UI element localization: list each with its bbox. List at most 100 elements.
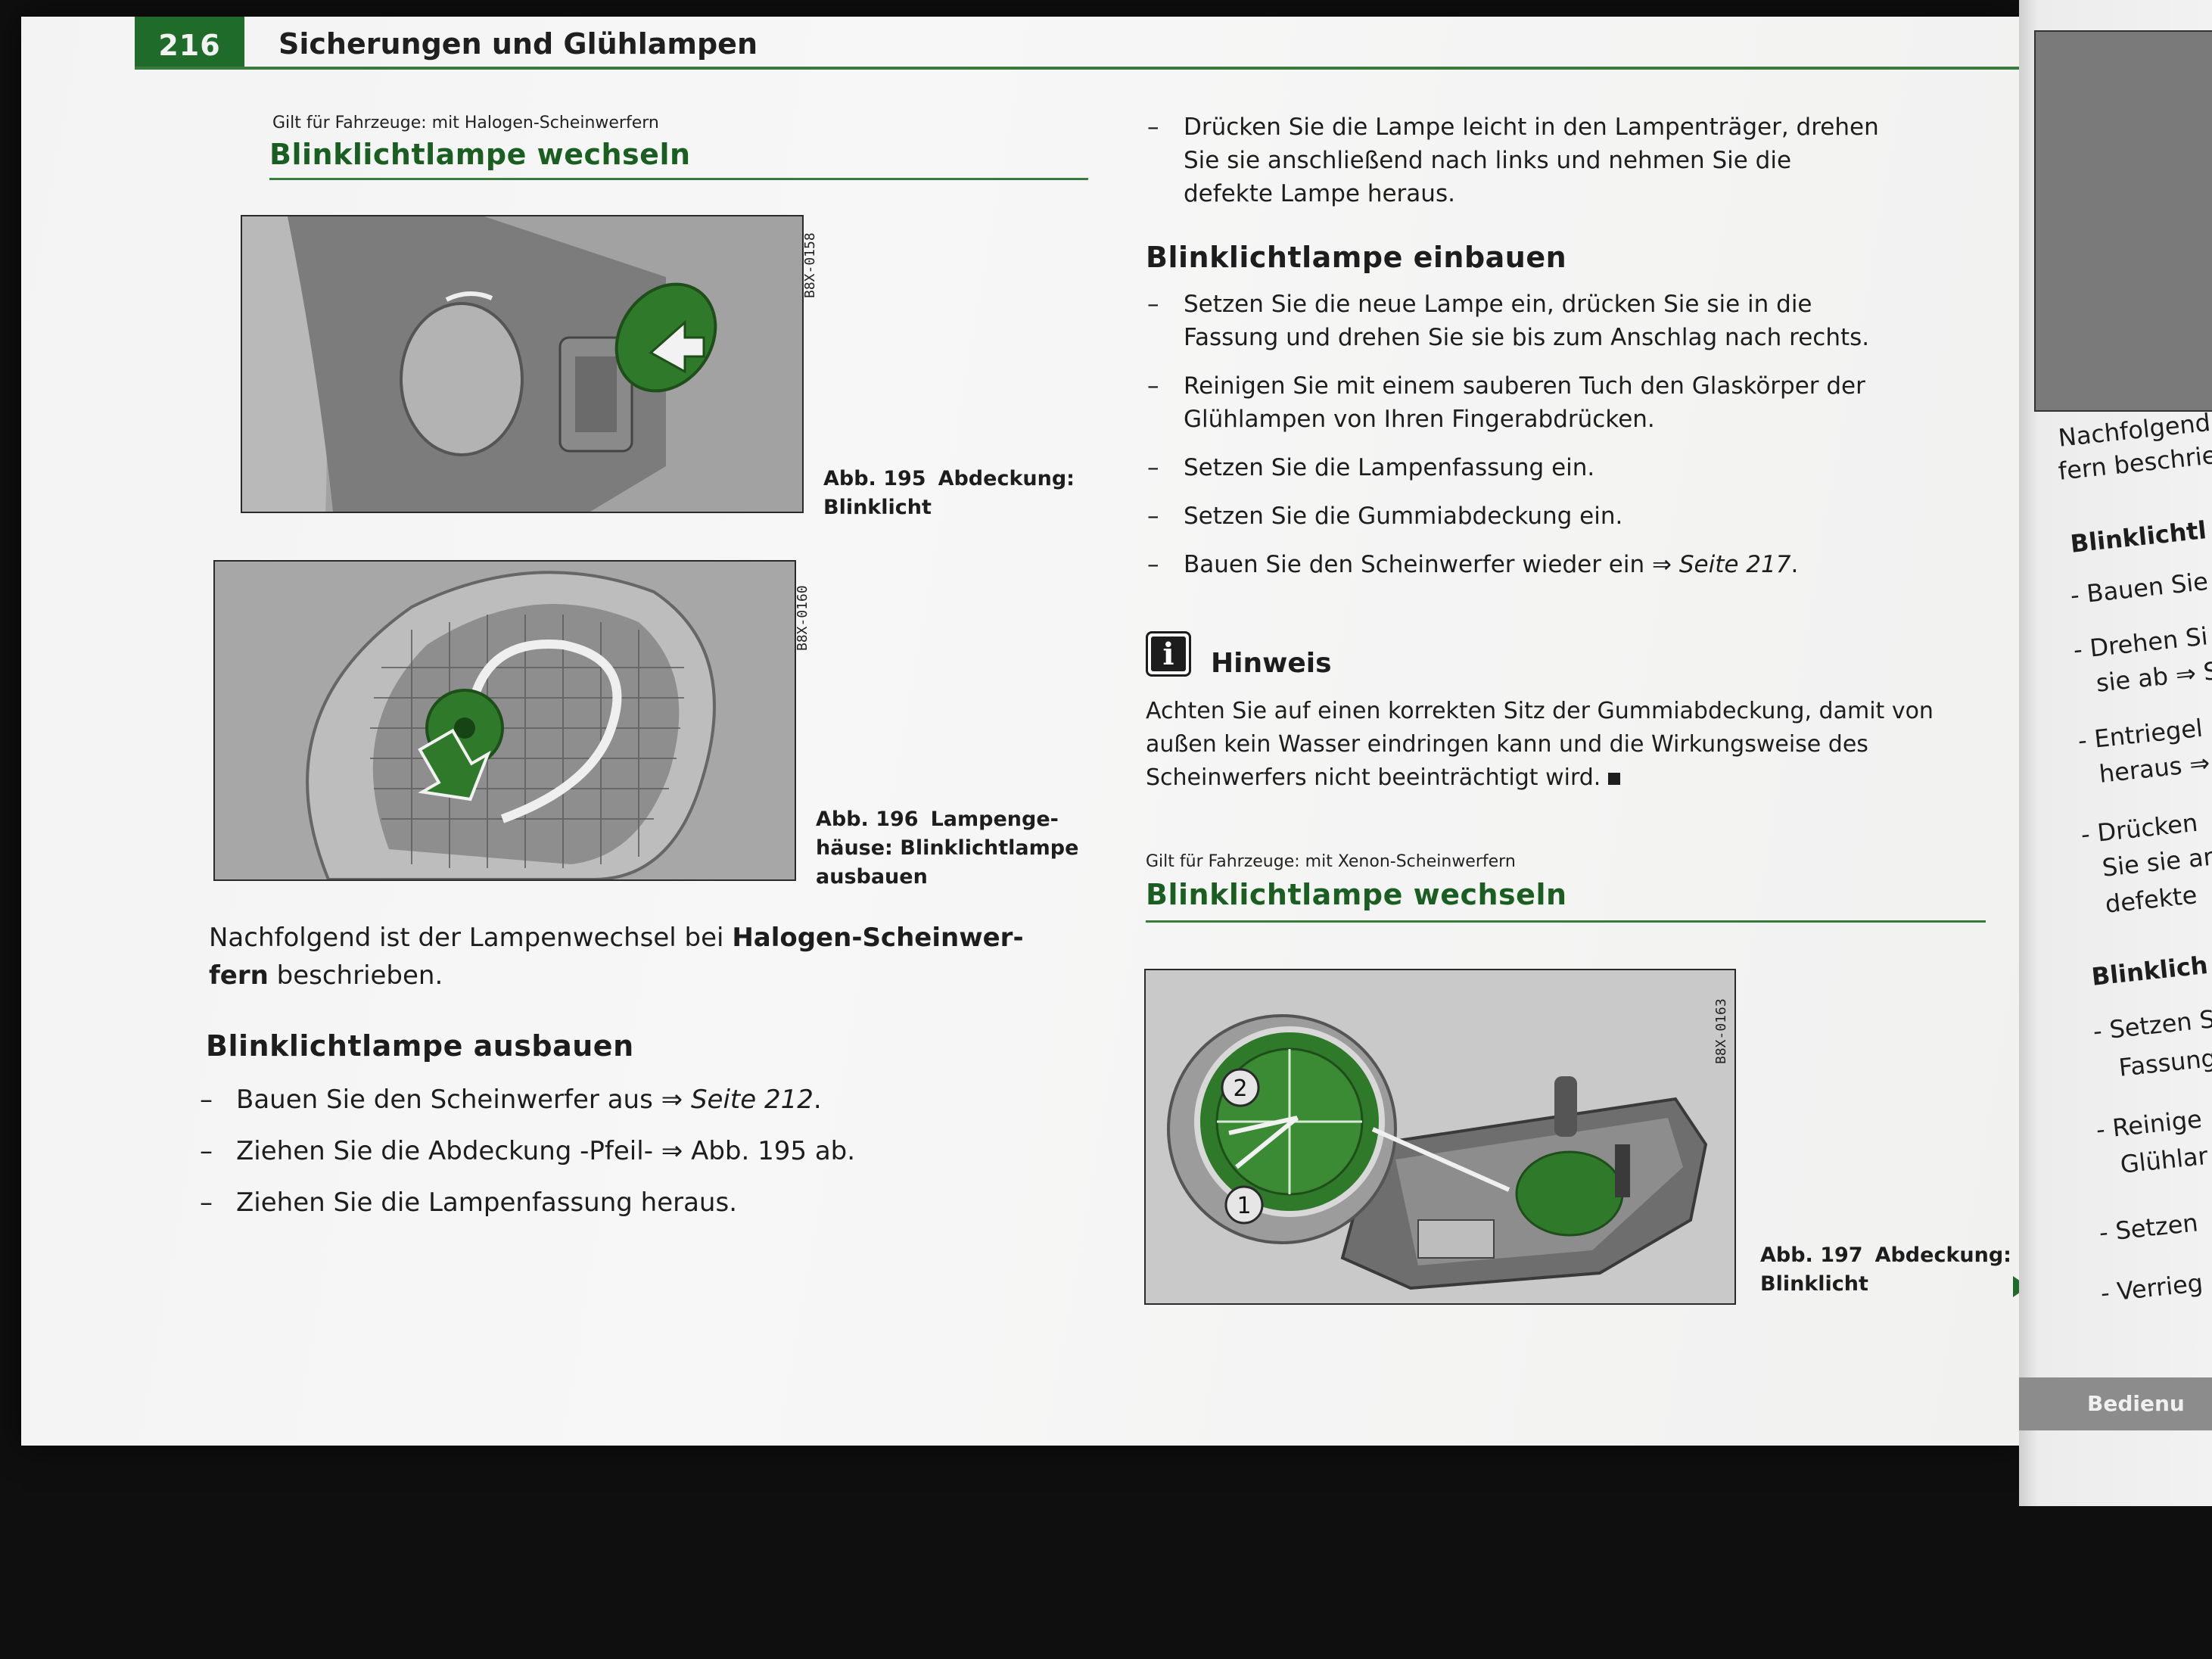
step-text: Ziehen Sie die Abdeckung -Pfeil- xyxy=(236,1136,661,1166)
next-page-line: - Reinige xyxy=(2095,1104,2204,1144)
next-page-line: sie ab ⇒ S xyxy=(2095,655,2212,698)
applicability-note-halogen: Gilt für Fahrzeuge: mit Halogen-Scheinwe… xyxy=(272,114,659,132)
step-continued: Drücken Sie die Lampe leicht in den Lamp… xyxy=(1147,110,2010,226)
figure-196-drawing xyxy=(215,562,795,879)
intro-bold-1: Halogen-Scheinwer- xyxy=(732,923,1024,953)
list-item: Reinigen Sie mit einem sauberen Tuch den… xyxy=(1147,369,2025,436)
next-page-line: Blinklich xyxy=(2090,950,2210,991)
section-rule xyxy=(1146,920,1986,923)
figure-reference: Abb. 195 xyxy=(691,1136,807,1166)
figure-196-caption: Abb. 196 Lampenge- häuse: Blinklichtlampe… xyxy=(816,805,1078,892)
next-page-image xyxy=(2034,30,2212,412)
manual-page: 216 Sicherungen und Glühlampen Gilt für … xyxy=(21,17,2034,1446)
next-page-line: Blinklichtl xyxy=(2069,515,2208,559)
figure-195-code: B8X-0158 xyxy=(802,232,818,298)
step-punctuation: . xyxy=(1790,551,1799,578)
section-heading-halogen: Blinklichtlampe wechseln xyxy=(269,138,691,171)
list-item: Drücken Sie die Lampe leicht in den Lamp… xyxy=(1147,110,2010,210)
subheading-ausbauen: Blinklichtlampe ausbauen xyxy=(206,1029,634,1063)
next-page-footer: Bedienu xyxy=(2019,1377,2212,1430)
figure-195-image xyxy=(241,215,804,513)
next-page-edge: Nachfolgend i fern beschrieb Blinklichtl… xyxy=(2019,0,2212,1506)
subheading-einbauen: Blinklichtlampe einbauen xyxy=(1146,241,1567,274)
note-line-3: Scheinwerfers nicht beeinträchtigt wird. xyxy=(1146,764,1601,791)
figure-197-image: 2 1 xyxy=(1144,969,1736,1305)
marker-1-label: 1 xyxy=(1237,1193,1251,1219)
figure-196-image xyxy=(213,560,796,881)
step-line-1: Drücken Sie die Lampe leicht in den Lamp… xyxy=(1184,114,1879,141)
page-reference: Seite 212 xyxy=(690,1085,814,1115)
step-line-3: defekte Lampe heraus. xyxy=(1184,180,1455,207)
next-page-line: - Setzen S xyxy=(2092,1004,2212,1046)
section-heading-xenon: Blinklichtlampe wechseln xyxy=(1146,878,1567,911)
marker-2-label: 2 xyxy=(1233,1075,1247,1102)
note-text: Achten Sie auf einen korrekten Sitz der … xyxy=(1146,695,2024,795)
info-icon: i xyxy=(1146,631,1191,677)
list-item: Bauen Sie den Scheinwerfer aus ⇒ Seite 2… xyxy=(200,1082,1108,1117)
installation-steps: Setzen Sie die neue Lampe ein, drücken S… xyxy=(1147,288,2025,596)
figure-197-caption-line-2: Blinklicht xyxy=(1760,1272,1868,1296)
next-page-line: heraus ⇒ xyxy=(2098,748,2211,789)
removal-steps: Bauen Sie den Scheinwerfer aus ⇒ Seite 2… xyxy=(200,1082,1108,1237)
page-number: 216 xyxy=(135,17,244,68)
next-page-line: - Drehen Si xyxy=(2072,621,2210,665)
next-page-line: Sie sie ar xyxy=(2101,842,2212,882)
intro-bold-2: fern xyxy=(209,960,269,991)
step-line-2: Glühlampen von Ihren Fingerabdrücken. xyxy=(1184,406,1655,433)
step-text: Ziehen Sie die Lampenfassung heraus. xyxy=(236,1187,738,1218)
list-item: Bauen Sie den Scheinwerfer wieder ein ⇒ … xyxy=(1147,548,2025,581)
step-line-1: Setzen Sie die Lampenfassung ein. xyxy=(1184,454,1595,481)
step-line-1: Setzen Sie die Gummiabdeckung ein. xyxy=(1184,503,1623,530)
figure-197-caption-line-1: Abdeckung: xyxy=(1874,1243,2011,1267)
applicability-note-xenon: Gilt für Fahrzeuge: mit Xenon-Scheinwerf… xyxy=(1146,852,1516,871)
note-title: Hinweis xyxy=(1211,648,1332,679)
figure-195-caption-line-1: Abdeckung: xyxy=(938,467,1075,490)
figure-196-caption-line-1: Lampenge- xyxy=(930,808,1059,831)
figure-195-drawing xyxy=(242,216,802,512)
step-text: Bauen Sie den Scheinwerfer aus xyxy=(236,1085,661,1115)
end-of-section-icon xyxy=(1608,773,1621,785)
step-line-1: Reinigen Sie mit einem sauberen Tuch den… xyxy=(1184,372,1865,400)
step-punctuation: . xyxy=(813,1085,822,1115)
step-line-2: Fassung und drehen Sie sie bis zum Ansch… xyxy=(1184,324,1870,351)
list-item: Setzen Sie die Lampenfassung ein. xyxy=(1147,451,2025,484)
step-text: Bauen Sie den Scheinwerfer wieder ein xyxy=(1184,551,1652,578)
step-line-1: Setzen Sie die neue Lampe ein, drücken S… xyxy=(1184,291,1812,318)
chapter-title: Sicherungen und Glühlampen xyxy=(278,27,758,61)
header-rule xyxy=(135,67,2034,70)
next-page-line: - Setzen xyxy=(2098,1208,2200,1247)
info-icon-glyph: i xyxy=(1151,637,1186,672)
figure-196-label: Abb. 196 xyxy=(816,808,919,831)
arrow-icon: ⇒ xyxy=(661,1085,683,1115)
next-page-line: Fassung xyxy=(2117,1043,2212,1082)
figure-196-caption-line-3: ausbauen xyxy=(816,865,928,889)
section-rule xyxy=(269,178,1088,180)
intro-paragraph: Nachfolgend ist der Lampenwechsel bei Ha… xyxy=(209,919,1102,994)
figure-197-label: Abb. 197 xyxy=(1760,1243,1863,1267)
next-page-line: defekte xyxy=(2104,880,2199,919)
next-page-line: - Entriegel xyxy=(2077,713,2204,755)
figure-196-caption-line-2: häuse: Blinklichtlampe xyxy=(816,836,1079,860)
figure-195-label: Abb. 195 xyxy=(823,467,926,490)
next-page-line: - Bauen Sie xyxy=(2069,566,2210,610)
figure-197-drawing: 2 1 xyxy=(1146,970,1734,1303)
list-item: Setzen Sie die neue Lampe ein, drücken S… xyxy=(1147,288,2025,354)
step-line-2: Sie sie anschließend nach links und nehm… xyxy=(1184,147,1792,174)
figure-197-code: B8X-0163 xyxy=(1713,998,1729,1064)
page-reference: Seite 217 xyxy=(1678,551,1791,578)
list-item: Ziehen Sie die Lampenfassung heraus. xyxy=(200,1185,1108,1220)
list-item: Setzen Sie die Gummiabdeckung ein. xyxy=(1147,500,2025,533)
note-line-2: außen kein Wasser eindringen kann und di… xyxy=(1146,731,1868,758)
next-page-line: - Drücken xyxy=(2080,808,2199,849)
arrow-icon: ⇒ xyxy=(661,1136,683,1166)
next-page-line: Glühlar xyxy=(2119,1141,2210,1179)
figure-196-code: B8X-0160 xyxy=(795,585,810,651)
next-page-line: - Verrieg xyxy=(2099,1268,2204,1308)
figure-197-caption: Abb. 197 Abdeckung: Blinklicht xyxy=(1760,1241,2011,1299)
list-item: Ziehen Sie die Abdeckung -Pfeil- ⇒ Abb. … xyxy=(200,1134,1108,1169)
arrow-icon: ⇒ xyxy=(1652,551,1672,578)
intro-text-end: beschrieben. xyxy=(268,960,443,991)
note-line-1: Achten Sie auf einen korrekten Sitz der … xyxy=(1146,698,1934,724)
intro-text-start: Nachfolgend ist der Lampenwechsel bei xyxy=(209,923,733,953)
